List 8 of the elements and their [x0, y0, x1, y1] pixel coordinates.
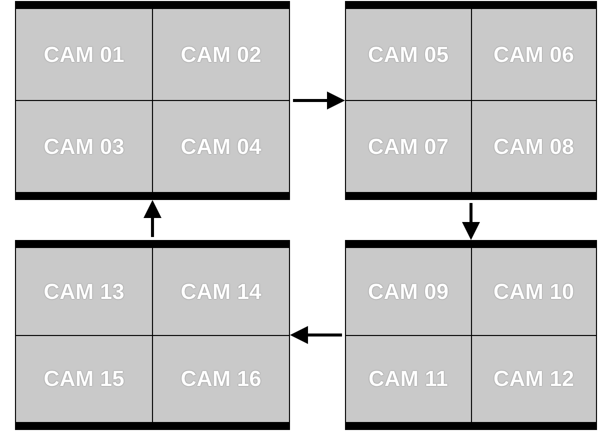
arrow	[462, 203, 480, 240]
arrow	[144, 200, 162, 237]
monitor-screen	[15, 240, 290, 430]
monitor-screen	[345, 1, 597, 200]
monitor-screen	[345, 240, 597, 430]
arrow	[293, 92, 345, 110]
monitor-screen	[15, 1, 290, 200]
arrow	[290, 326, 342, 344]
